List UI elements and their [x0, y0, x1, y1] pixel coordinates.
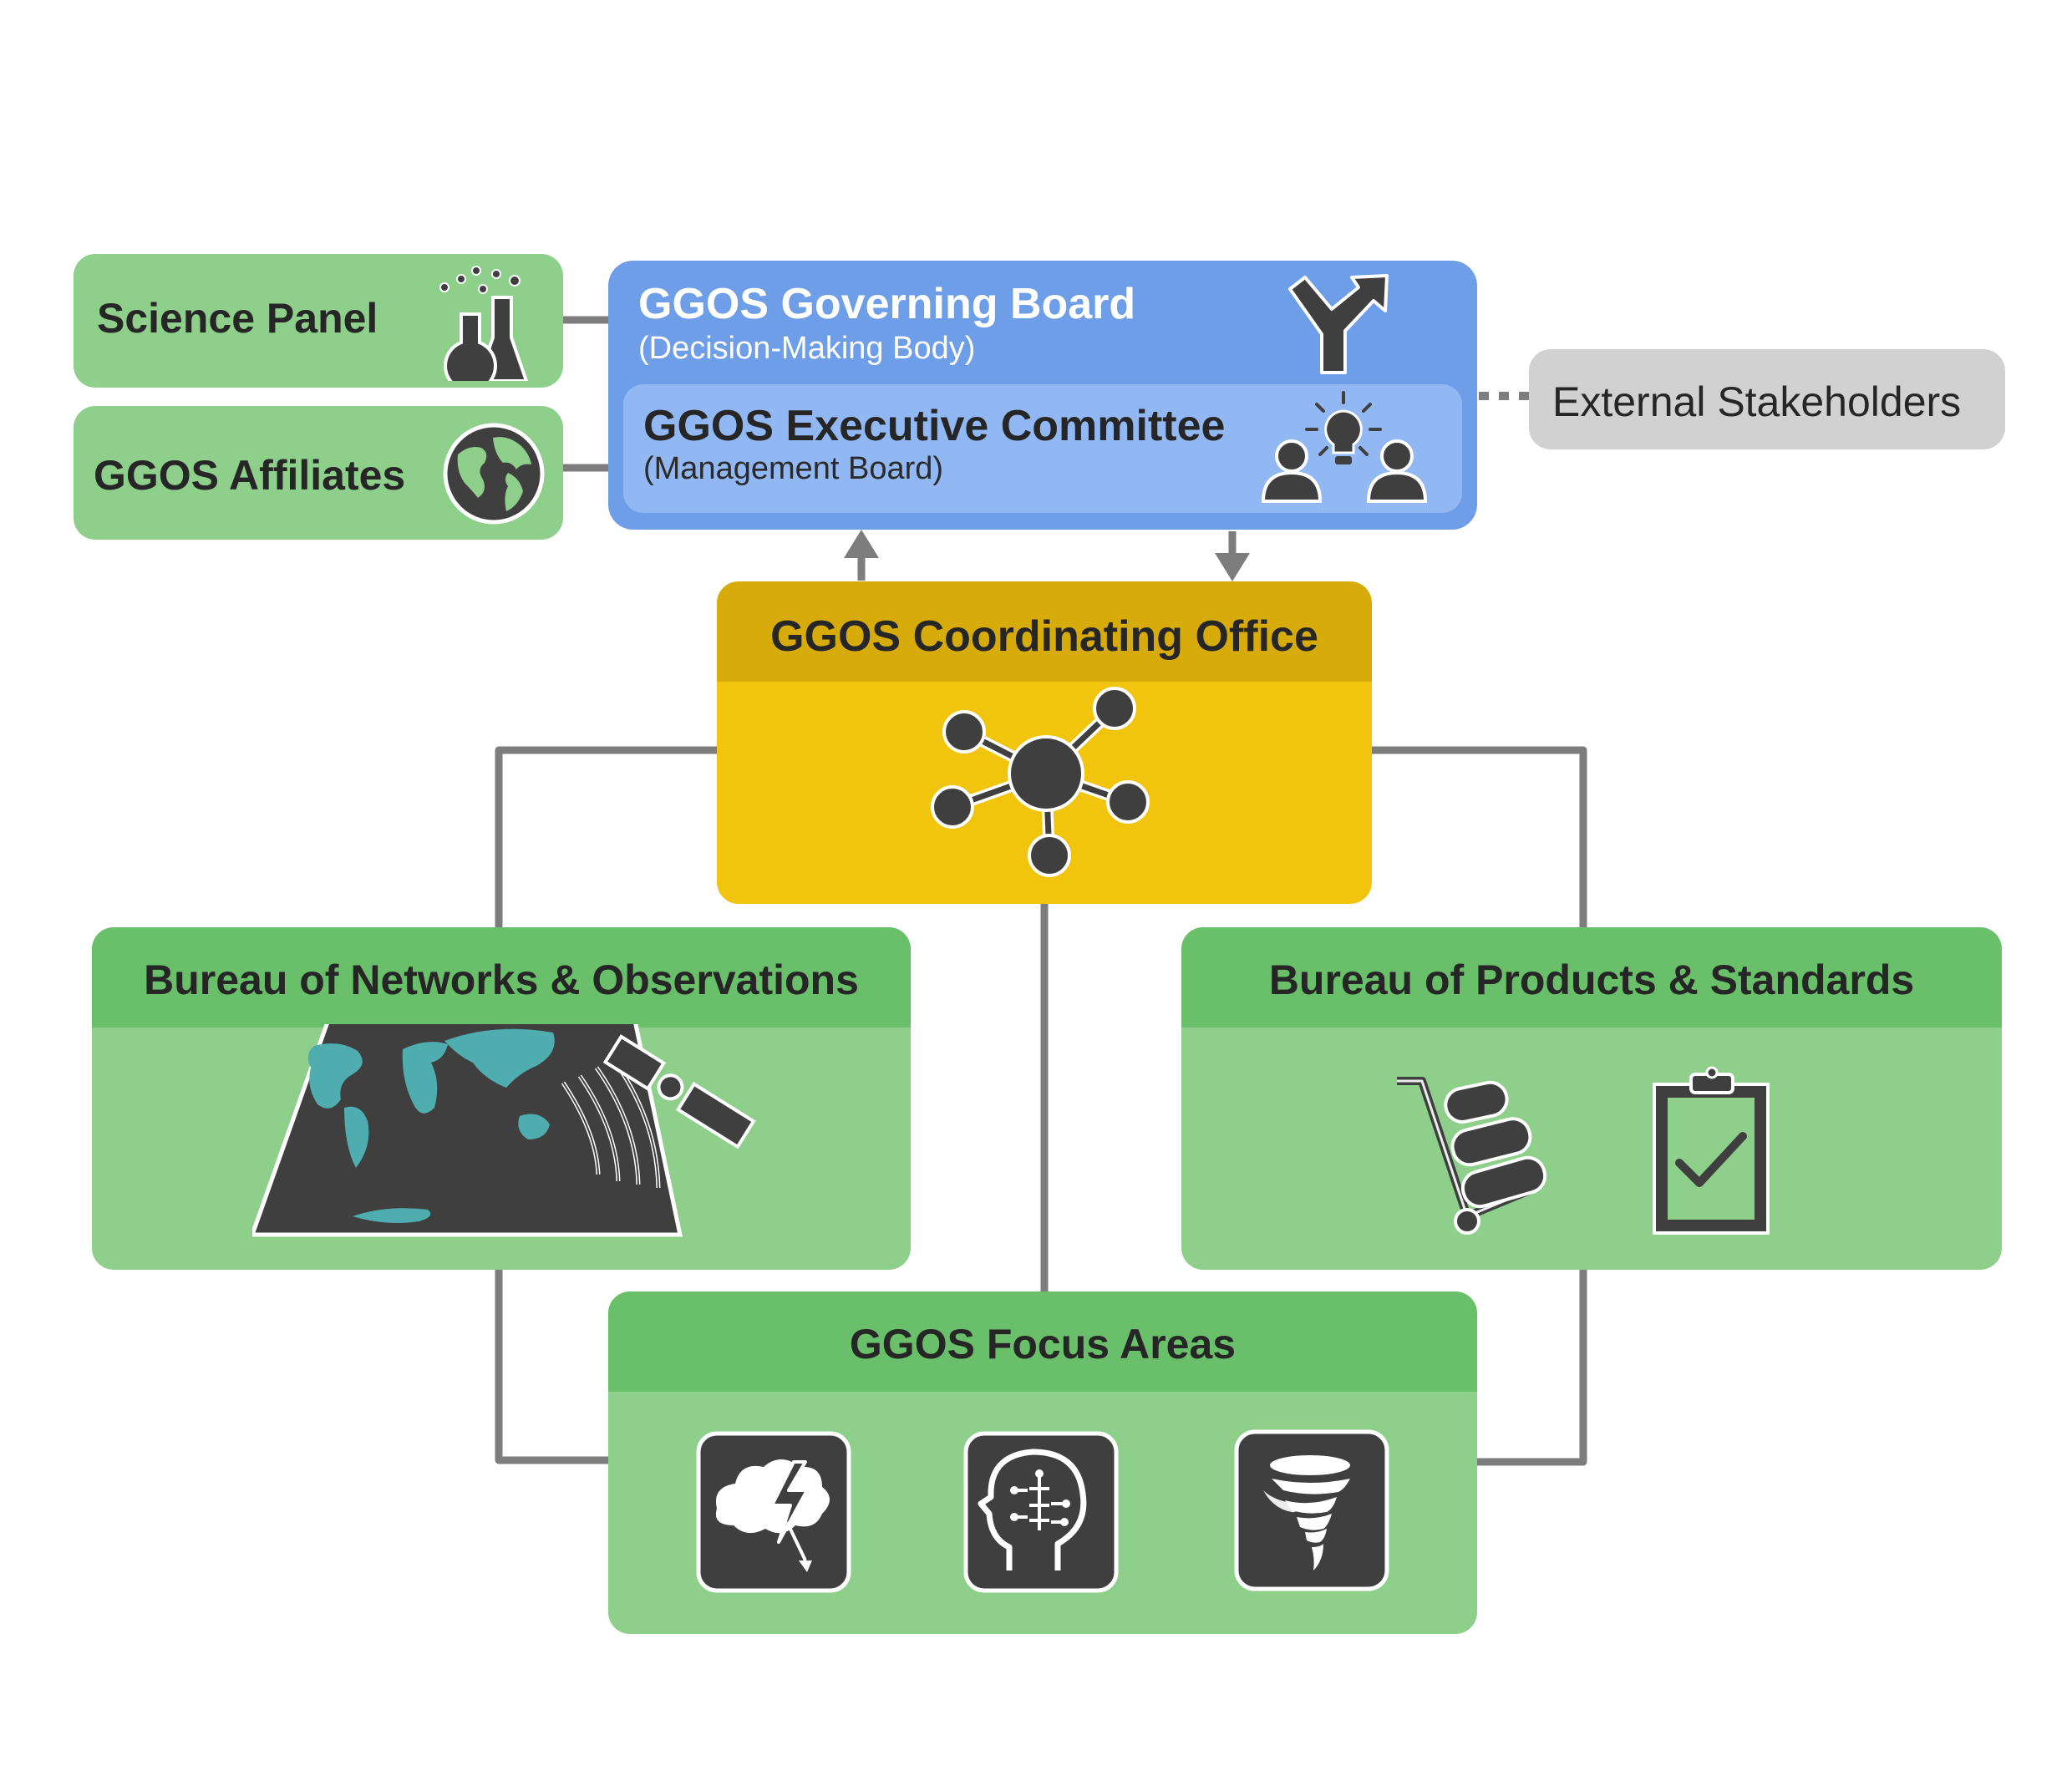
connector-left-loop: [495, 746, 717, 1464]
coordinating-office-title: GGOS Coordinating Office: [770, 612, 1318, 661]
focus-areas-header: [608, 1291, 1477, 1392]
connector-right-loop: [1372, 746, 1587, 1466]
decision-arrow-icon: [1288, 274, 1389, 374]
science-panel-label: Science Panel: [97, 295, 378, 342]
team-idea-icon: [1261, 391, 1428, 503]
network-hub-icon: [931, 687, 1150, 877]
bureau-networks-title: Bureau of Networks & Observations: [144, 957, 859, 1003]
globe-icon: [443, 423, 545, 525]
executive-committee-subtitle: (Management Board): [643, 451, 944, 486]
bureau-networks-header: [92, 927, 911, 1028]
external-stakeholders-box[interactable]: External Stakeholders: [1529, 349, 2005, 449]
storm-cloud-icon: [696, 1431, 851, 1593]
satellite-map-icon: [252, 1024, 756, 1237]
coordinating-office-box[interactable]: GGOS Coordinating Office: [717, 581, 1372, 904]
coordinating-office-header: [717, 581, 1372, 682]
bureau-products-box[interactable]: Bureau of Products & Standards: [1181, 927, 2002, 1270]
bureau-products-header: [1181, 927, 2002, 1028]
external-stakeholders-label: External Stakeholders: [1552, 378, 1962, 425]
governing-board-title: GGOS Governing Board: [638, 280, 1136, 328]
arrow-up-head: [844, 530, 879, 558]
affiliates-box[interactable]: GGOS Affiliates: [74, 406, 563, 540]
flask-icon: [439, 266, 529, 381]
governing-board-subtitle: (Decision-Making Body): [638, 331, 976, 366]
affiliates-label: GGOS Affiliates: [94, 452, 406, 499]
arrow-down-head: [1215, 553, 1250, 581]
tornado-icon: [1234, 1429, 1389, 1591]
hand-truck-icon: [1397, 1077, 1547, 1235]
brain-circuit-icon: [963, 1431, 1119, 1593]
bureau-networks-box[interactable]: Bureau of Networks & Observations: [92, 927, 911, 1270]
focus-areas-title: GGOS Focus Areas: [849, 1321, 1237, 1368]
clipboard-check-icon: [1653, 1066, 1770, 1235]
focus-areas-box[interactable]: GGOS Focus Areas: [608, 1291, 1477, 1634]
bureau-products-title: Bureau of Products & Standards: [1268, 957, 1915, 1003]
executive-committee-title: GGOS Executive Committee: [643, 402, 1226, 450]
governing-board-box[interactable]: GGOS Governing Board (Decision-Making Bo…: [608, 261, 1477, 530]
science-panel-box[interactable]: Science Panel: [74, 254, 563, 388]
executive-committee-box[interactable]: GGOS Executive Committee (Management Boa…: [623, 384, 1462, 513]
